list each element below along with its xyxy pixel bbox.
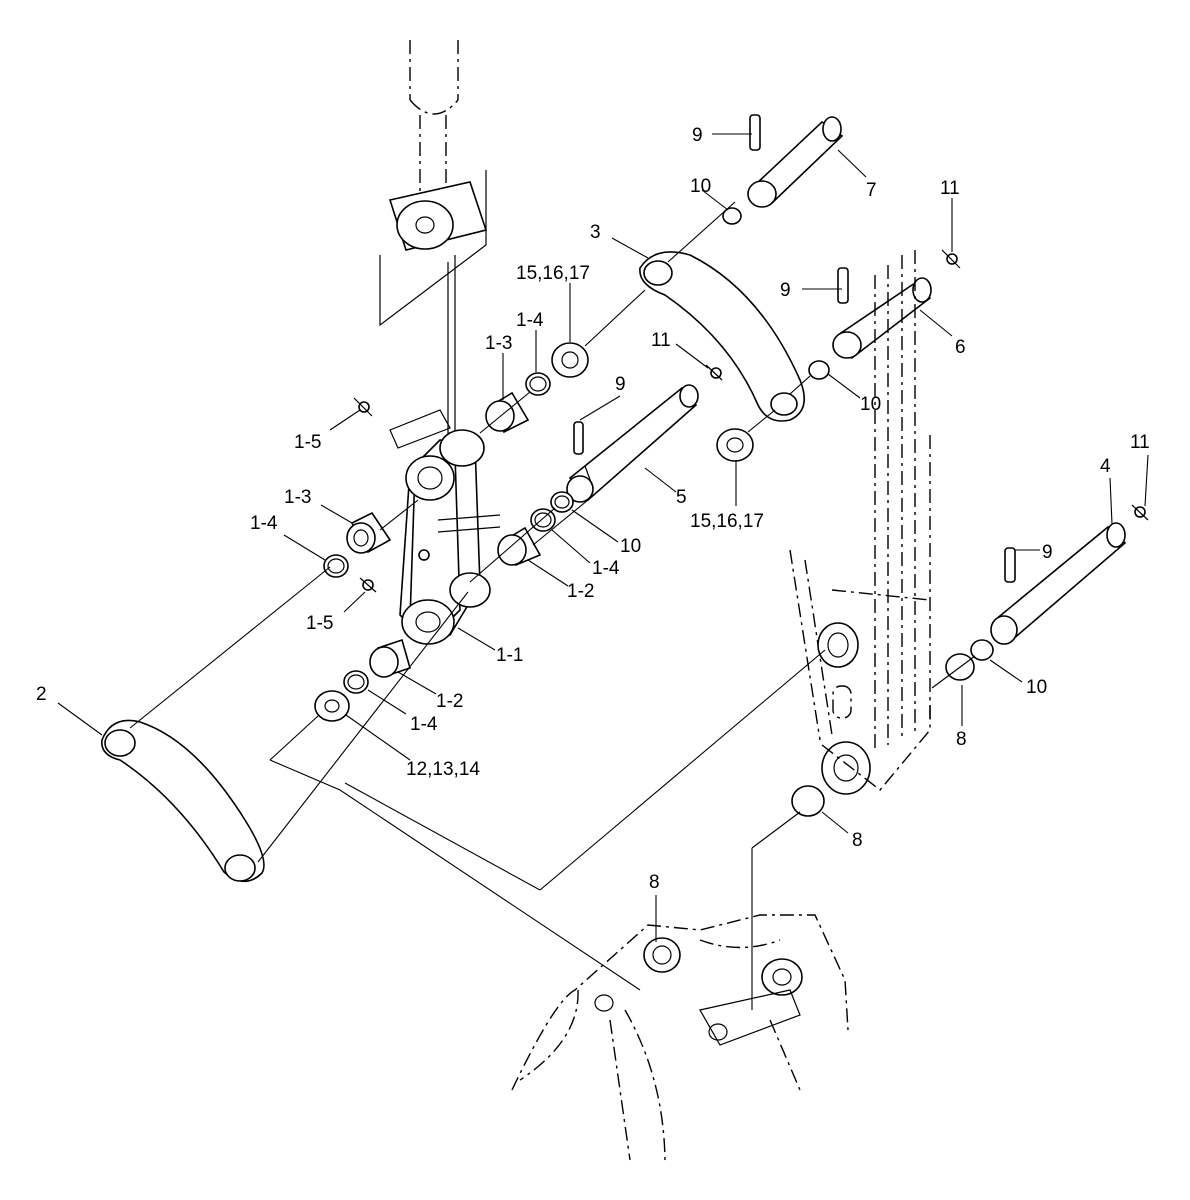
shim-15-16-17-lower — [716, 428, 754, 462]
label-10-pin4: 10 — [1026, 677, 1047, 698]
shim-12-13-14 — [314, 690, 350, 722]
label-6: 6 — [955, 337, 966, 358]
label-1-3-a: 1-3 — [485, 333, 512, 354]
label-1-4-b: 1-4 — [250, 513, 278, 534]
leader-lines — [57, 133, 1149, 942]
pin-7 — [722, 114, 844, 225]
label-10-right: 10 — [860, 394, 881, 415]
bushing-1-2-right — [497, 526, 542, 567]
boom-cylinder — [379, 40, 488, 445]
bushing-1-2-lower — [369, 638, 411, 678]
center-lines — [129, 201, 976, 1010]
pin-5 — [566, 364, 723, 503]
label-1-4-c: 1-4 — [592, 558, 620, 579]
pin-6 — [808, 249, 961, 380]
bushing-1-3-left — [346, 511, 392, 554]
label-11-mid: 11 — [651, 330, 671, 351]
lock-pin-9-pin5 — [573, 421, 584, 455]
label-10-pin5: 10 — [620, 536, 641, 557]
arm — [789, 250, 931, 795]
seal-10-pin5 — [550, 491, 574, 513]
label-1-2-a: 1-2 — [567, 581, 594, 602]
shim-15-16-17-upper — [551, 342, 589, 378]
label-9-top: 9 — [692, 125, 703, 146]
label-8-a: 8 — [956, 729, 967, 750]
link-3 — [639, 251, 806, 422]
label-12-13-14: 12,13,14 — [406, 759, 480, 780]
seal-1-4-upper — [525, 372, 551, 396]
label-15-16-17-top: 15,16,17 — [516, 263, 590, 284]
link-1-1 — [399, 429, 501, 645]
bucket — [511, 914, 849, 1166]
label-9-mid: 9 — [780, 280, 791, 301]
label-7: 7 — [866, 180, 877, 201]
grease-fitting-1-5-upper — [353, 397, 451, 449]
seal-1-4-lower — [343, 670, 369, 694]
label-1-4-a: 1-4 — [516, 310, 544, 331]
label-8-c: 8 — [649, 872, 660, 893]
label-4: 4 — [1100, 456, 1111, 477]
label-2: 2 — [36, 684, 47, 705]
label-1-1: 1-1 — [496, 645, 523, 666]
label-9-right: 9 — [1042, 542, 1053, 563]
label-9-pin5: 9 — [615, 374, 626, 395]
o-ring-8-center — [791, 785, 825, 817]
label-8-b: 8 — [852, 830, 863, 851]
grease-fitting-1-5-lower — [359, 577, 377, 593]
seal-1-4-left — [323, 554, 349, 578]
label-1-4-d: 1-4 — [410, 714, 438, 735]
label-15-16-17-bot: 15,16,17 — [690, 511, 764, 532]
label-11-top: 11 — [940, 178, 960, 199]
callout-labels: 9 7 10 11 3 15,16,17 9 6 1-4 1-3 11 9 10… — [36, 125, 1150, 893]
link-2 — [101, 719, 265, 883]
seal-1-4-right — [530, 508, 556, 532]
label-1-5-b: 1-5 — [306, 613, 333, 634]
label-5: 5 — [676, 487, 687, 508]
label-1-3-b: 1-3 — [284, 487, 311, 508]
pin-4 — [970, 504, 1149, 661]
label-3: 3 — [590, 222, 601, 243]
label-1-2-b: 1-2 — [436, 691, 463, 712]
label-11-right: 11 — [1130, 432, 1150, 453]
label-10-top: 10 — [690, 176, 711, 197]
label-1-5-a: 1-5 — [294, 432, 321, 453]
